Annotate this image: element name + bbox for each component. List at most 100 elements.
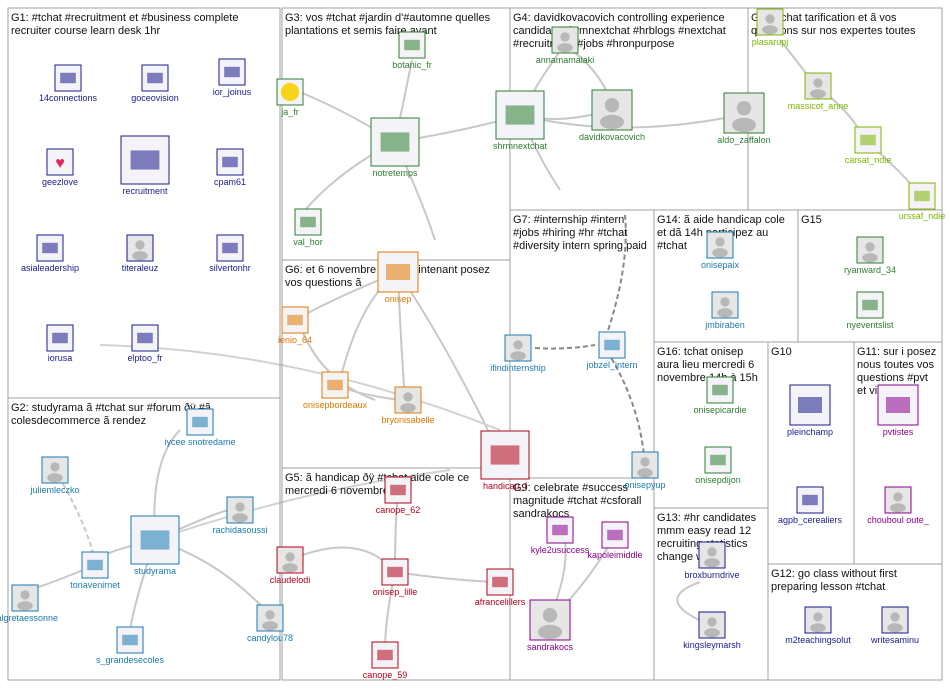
node-handicap-f[interactable]: handicap_f [480, 430, 530, 491]
node-tonavenirnet[interactable]: tonavenirnet [70, 551, 120, 590]
node-aldo-zaffalon[interactable]: aldo_zaffalon [717, 92, 771, 145]
node-chouboul-oute-[interactable]: chouboul oute_ [867, 486, 930, 525]
node-onisepaix[interactable]: onisepaix [701, 231, 740, 270]
node-candylou78[interactable]: candylou78 [247, 604, 293, 643]
avatar-body-icon [732, 117, 756, 133]
group-title-g2: G2: studyrama ã #tchat sur #forum ðÿ #ã [11, 402, 212, 414]
node-asialeadership[interactable]: asialeadership [21, 234, 79, 273]
node-shrmnextchat[interactable]: shrmnextchat [493, 90, 548, 151]
logo-glyph-icon [287, 314, 303, 326]
node-label: ryanward_34 [844, 265, 896, 275]
node-iycee-snotredame[interactable]: iycee snotredame [164, 408, 236, 447]
group-title-g4: G4: davidkovacovich controlling experien… [513, 12, 725, 24]
avatar-body-icon [862, 253, 878, 263]
node-label: onisep_lille [373, 587, 418, 597]
node-label: ifindinternship [490, 363, 546, 373]
node-label: valgretaessonne [0, 613, 58, 623]
node-kingsleymarsh[interactable]: kingsleymarsh [683, 611, 741, 650]
node-goceovision[interactable]: goceovision [131, 64, 179, 103]
node-pvtistes[interactable]: pvtistes [877, 384, 919, 437]
node-afrancelillers[interactable]: afrancelillers [475, 568, 526, 607]
node-canope-59[interactable]: canope_59 [363, 641, 408, 680]
node-sandrakocs[interactable]: sandrakocs [527, 599, 574, 652]
node-label: afrancelillers [475, 597, 526, 607]
node-onisep[interactable]: onisep [377, 251, 419, 304]
node-ja-fr[interactable]: ja_fr [276, 78, 304, 117]
logo-glyph-icon [52, 332, 68, 344]
group-title-g7: #diversity intern spring paid [513, 240, 647, 252]
node-rachidasoussi[interactable]: rachidasoussi [212, 496, 268, 535]
node-writesaminu[interactable]: writesaminu [870, 606, 919, 645]
logo-glyph-icon [42, 242, 58, 254]
node-pleinchamp[interactable]: pleinchamp [787, 384, 833, 437]
node-geezlove[interactable]: ♥geezlove [42, 148, 78, 187]
node-ryanward-34[interactable]: ryanward_34 [844, 236, 896, 275]
node-label: jobzel_intern [585, 360, 637, 370]
node-onisepdijon[interactable]: onisepdijon [695, 446, 741, 485]
logo-icon [131, 324, 159, 352]
node-label: canope_62 [376, 505, 421, 515]
node-onisepbordeaux[interactable]: onisepbordeaux [303, 371, 368, 410]
node-val-hor[interactable]: val_hor [293, 208, 323, 247]
node-jobzel-intern[interactable]: jobzel_intern [585, 331, 638, 370]
avatar-body-icon [637, 468, 653, 478]
node-cpam61[interactable]: cpam61 [214, 148, 246, 187]
node-valgretaessonne[interactable]: valgretaessonne [0, 584, 58, 623]
node-massicot-anne[interactable]: massicot_anne [788, 72, 849, 111]
node-label: ienio_64 [278, 335, 312, 345]
avatar-body-icon [262, 621, 278, 631]
node-notretemps[interactable]: notretemps [370, 117, 420, 178]
node-silvertonhr[interactable]: silvertonhr [209, 234, 251, 273]
node-label: ja_fr [280, 107, 299, 117]
node-studyrama[interactable]: studyrama [130, 515, 180, 576]
logo-glyph-icon [60, 72, 76, 84]
logo-glyph-icon [552, 524, 568, 536]
avatar-body-icon [717, 308, 733, 318]
node-agpb-cerealiers[interactable]: agpb_cerealiers [778, 486, 843, 525]
avatar-head-icon [235, 502, 245, 512]
node-plasarupj[interactable]: plasarupj [752, 8, 789, 47]
node-kyle2usuccess[interactable]: kyle2usuccess [531, 516, 590, 555]
node-onisep-lille[interactable]: onisep_lille [373, 558, 418, 597]
node-davidkovacovich[interactable]: davidkovacovich [579, 89, 645, 142]
node-label: claudelodi [270, 575, 311, 585]
node-carsat-ndie[interactable]: carsat_ndie [845, 126, 892, 165]
logo-glyph-icon [914, 190, 930, 202]
node-jmbiraben[interactable]: jmbiraben [704, 291, 745, 330]
node-label: geezlove [42, 177, 78, 187]
node-14connections[interactable]: 14connections [39, 64, 98, 103]
node-kapoleimiddle[interactable]: kapoleimiddle [587, 521, 643, 560]
node-botanic-fr[interactable]: botanic_fr [392, 31, 432, 70]
node-m2teachingsolut[interactable]: m2teachingsolut [785, 606, 851, 645]
node-recruitment[interactable]: recruitment [120, 135, 170, 196]
node-label: urssaf_ndie [899, 211, 946, 221]
node-ior-joinus[interactable]: ior_joinus [213, 58, 252, 97]
node-iorusa[interactable]: iorusa [46, 324, 74, 363]
node-juliemleczko[interactable]: juliemleczko [29, 456, 80, 495]
avatar-head-icon [542, 608, 558, 623]
node-bryonisabelle[interactable]: bryonisabelle [381, 386, 435, 425]
node-ienio-64[interactable]: ienio_64 [278, 306, 312, 345]
node-nyeventslist[interactable]: nyeventslist [846, 291, 894, 330]
node-s-grandesecoles[interactable]: s_grandesecoles [96, 626, 165, 665]
node-onisepicardie[interactable]: onisepicardie [693, 376, 747, 415]
node-ifindinternship[interactable]: ifindinternship [490, 334, 546, 373]
node-urssaf-ndie[interactable]: urssaf_ndie [899, 182, 946, 221]
node-label: carsat_ndie [845, 155, 892, 165]
edge [154, 469, 451, 541]
node-label: iycee snotredame [164, 437, 235, 447]
node-onisepyup[interactable]: onisepyup [624, 451, 666, 490]
avatar-body-icon [890, 503, 906, 513]
avatar-head-icon [265, 610, 275, 620]
node-label: chouboul oute_ [867, 515, 930, 525]
node-elptoo-fr[interactable]: elptoo_fr [127, 324, 163, 363]
node-broxburndrive[interactable]: broxburndrive [684, 541, 740, 580]
node-label: massicot_anne [788, 101, 849, 111]
node-claudelodi[interactable]: claudelodi [270, 546, 311, 585]
node-titeraleuz[interactable]: titeraleuz [122, 234, 159, 273]
avatar-body-icon [712, 248, 728, 258]
avatar-body-icon [538, 624, 562, 640]
node-annamamalaki[interactable]: annamamalaki [536, 26, 595, 65]
group-title-g11: nous toutes vos [857, 359, 935, 371]
node-canope-62[interactable]: canope_62 [376, 476, 421, 515]
